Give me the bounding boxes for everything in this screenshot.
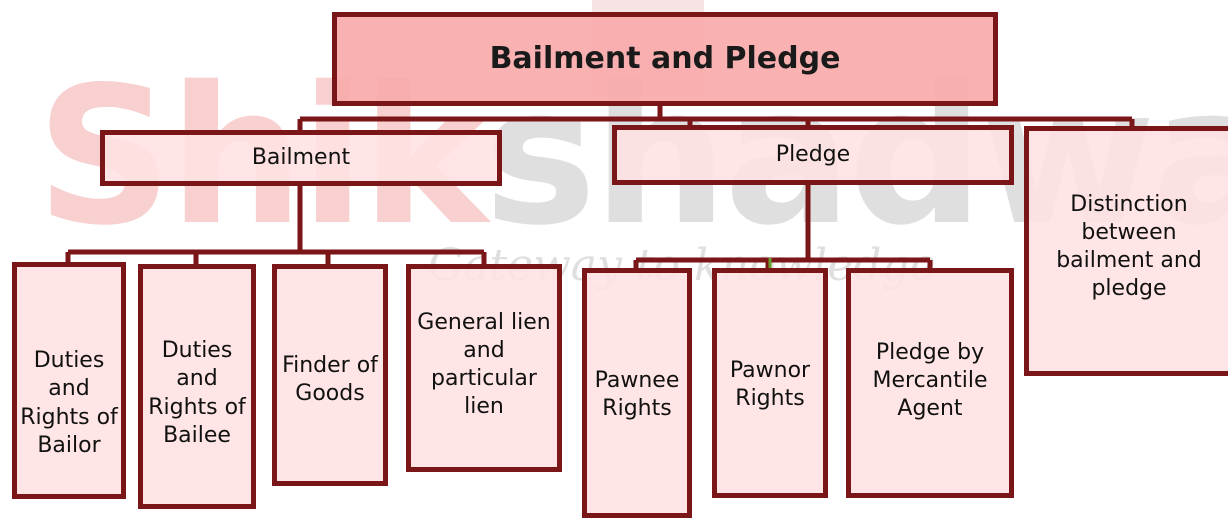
node-finder-of-goods-label: Finder of Goods <box>282 352 378 406</box>
category-bailment: Bailment <box>100 130 502 186</box>
root-label: Bailment and Pledge <box>489 40 841 76</box>
root-node: Bailment and Pledge <box>332 12 998 106</box>
node-finder-of-goods: Finder of Goods <box>272 264 388 486</box>
node-pledge-mercantile-agent-label: Pledge by Mercantile Agent <box>872 340 988 422</box>
category-distinction-label: Distinction between bailment and pledge <box>1056 192 1202 302</box>
node-pawnee-rights-label: Pawnee Rights <box>594 368 680 422</box>
category-distinction: Distinction between bailment and pledge <box>1024 126 1228 376</box>
category-bailment-label: Bailment <box>251 144 351 170</box>
node-duties-rights-bailor-label: Duties and Rights of Bailor <box>20 348 118 458</box>
node-duties-rights-bailor: Duties and Rights of Bailor <box>12 262 126 499</box>
category-pledge-label: Pledge <box>775 141 851 167</box>
node-duties-rights-bailee: Duties and Rights of Bailee <box>138 264 256 509</box>
node-pawnor-rights: Pawnor Rights <box>712 268 828 498</box>
node-pawnor-rights-label: Pawnor Rights <box>729 358 811 412</box>
node-pawnee-rights: Pawnee Rights <box>582 268 692 518</box>
category-pledge: Pledge <box>612 125 1014 185</box>
node-general-particular-lien-label: General lien and particular lien <box>417 310 551 420</box>
node-general-particular-lien: General lien and particular lien <box>406 264 562 472</box>
node-duties-rights-bailee-label: Duties and Rights of Bailee <box>148 338 246 448</box>
node-pledge-mercantile-agent: Pledge by Mercantile Agent <box>846 268 1014 498</box>
